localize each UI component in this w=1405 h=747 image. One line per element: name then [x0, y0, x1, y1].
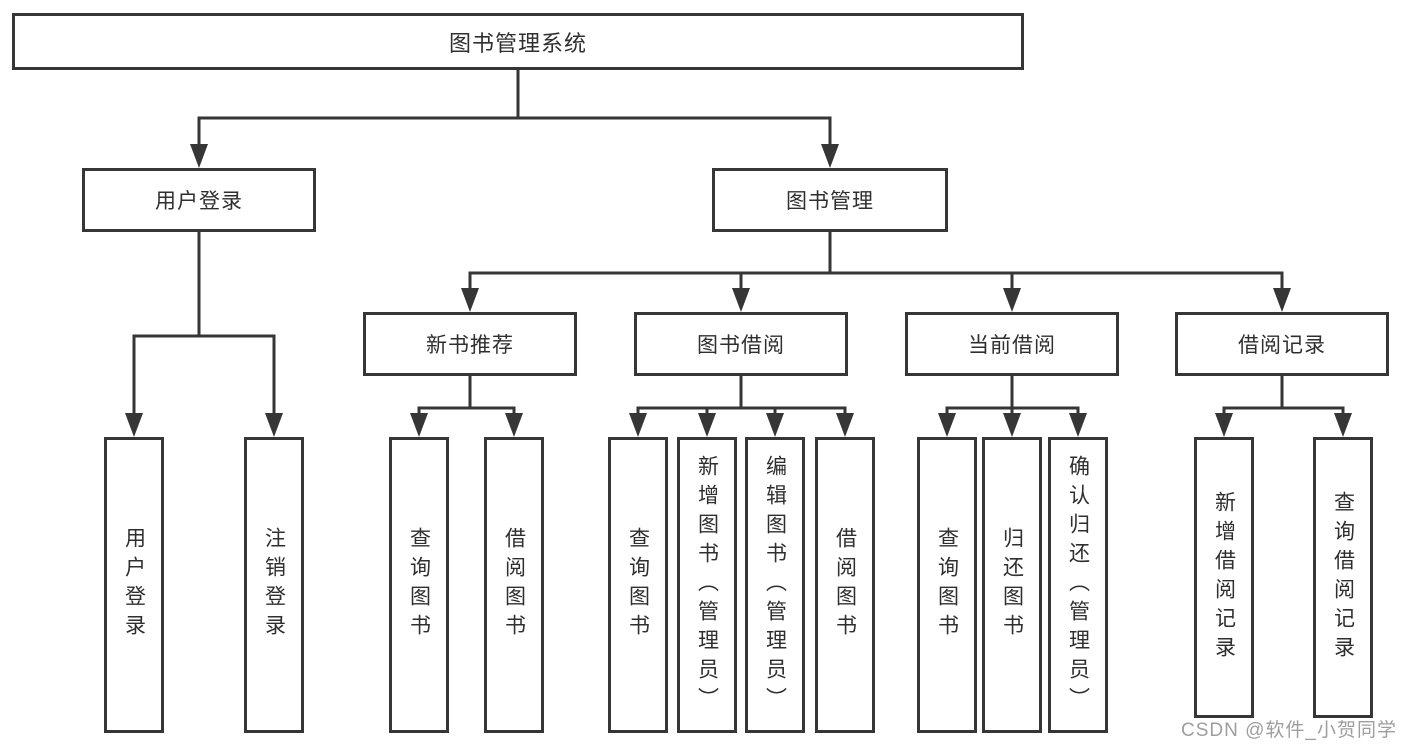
leaf-label: 查询图书 — [935, 527, 959, 643]
node-new-book-recommend: 新书推荐 — [363, 312, 577, 376]
leaf-query-books-borrowing: 查询图书 — [608, 437, 668, 733]
leaf-query-borrow-record: 查询借阅记录 — [1313, 437, 1373, 718]
node-borrowing-records: 借阅记录 — [1175, 312, 1389, 376]
leaf-query-books-recommend: 查询图书 — [389, 437, 449, 733]
leaf-label: 借阅图书 — [833, 527, 857, 643]
node-root: 图书管理系统 — [12, 13, 1024, 70]
leaf-label: 编辑图书（管理员） — [763, 454, 787, 716]
leaf-user-login: 用户登录 — [104, 437, 164, 733]
leaf-label: 查询图书 — [626, 527, 650, 643]
leaf-confirm-return-admin: 确认归还（管理员） — [1048, 437, 1108, 733]
leaf-borrow-books-borrowing: 借阅图书 — [815, 437, 875, 733]
leaf-label: 查询图书 — [407, 527, 431, 643]
leaf-label: 新增借阅记录 — [1212, 490, 1236, 665]
leaf-label: 确认归还（管理员） — [1066, 454, 1090, 716]
leaf-add-borrow-record: 新增借阅记录 — [1194, 437, 1254, 718]
leaf-logout: 注销登录 — [244, 437, 304, 733]
node-current-borrowing: 当前借阅 — [905, 312, 1119, 376]
node-user-login-branch: 用户登录 — [82, 168, 316, 232]
leaf-borrow-books-recommend: 借阅图书 — [484, 437, 544, 733]
node-book-management: 图书管理 — [712, 168, 948, 232]
leaf-label: 用户登录 — [122, 527, 146, 643]
leaf-label: 注销登录 — [262, 527, 286, 643]
leaf-query-books-current: 查询图书 — [917, 437, 977, 733]
watermark: CSDN @软件_小贺同学 — [1181, 720, 1397, 741]
leaf-label: 借阅图书 — [502, 527, 526, 643]
leaf-edit-book-admin: 编辑图书（管理员） — [745, 437, 805, 733]
leaf-label: 查询借阅记录 — [1331, 490, 1355, 665]
leaf-add-book-admin: 新增图书（管理员） — [677, 437, 737, 733]
leaf-return-book: 归还图书 — [982, 437, 1042, 733]
leaf-label: 归还图书 — [1000, 527, 1024, 643]
leaf-label: 新增图书（管理员） — [695, 454, 719, 716]
node-book-borrowing: 图书借阅 — [634, 312, 848, 376]
